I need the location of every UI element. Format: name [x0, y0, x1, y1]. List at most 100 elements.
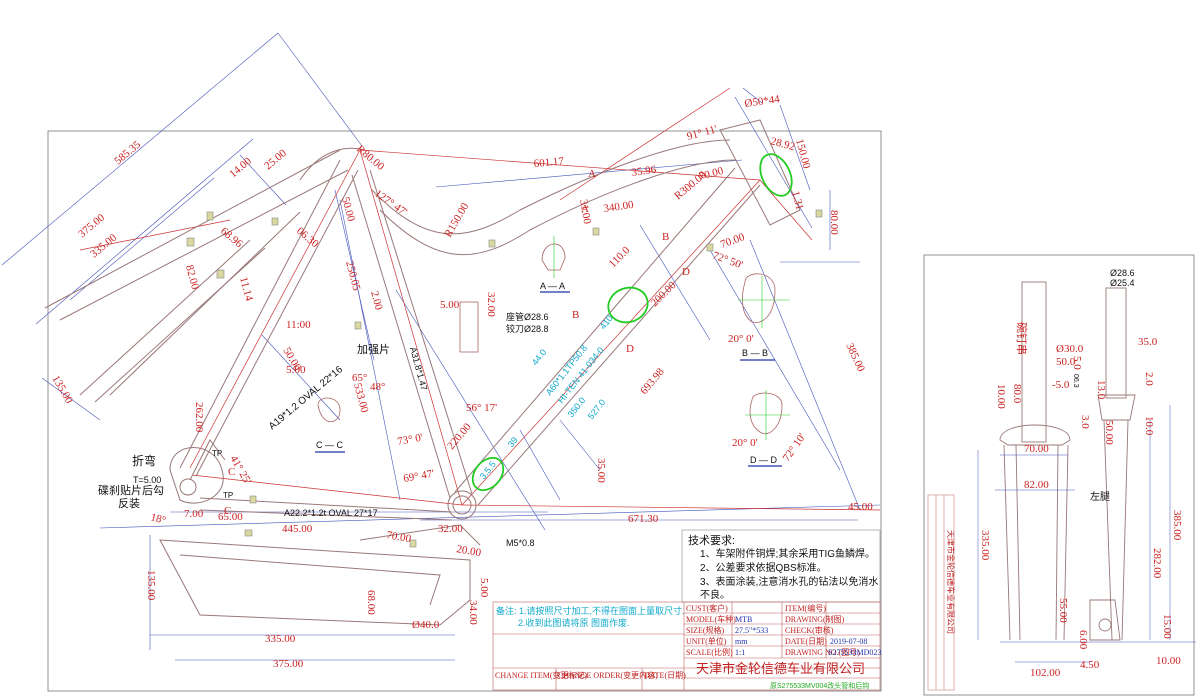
tb-unit-value: mm [735, 637, 748, 646]
tb-model-value: MTB [735, 615, 752, 624]
brake-note-1: 碟刹贴片后勾 [98, 483, 164, 497]
thickness-label: T=5.00 [133, 475, 161, 485]
bosses [186, 209, 823, 548]
dimension: 65.00 [218, 511, 243, 523]
dimension: 35.96 [631, 164, 658, 179]
fork-company: 天津市金轮信德车业有限公司 [946, 530, 956, 634]
dimension: 127° 47' [372, 188, 409, 219]
fork-dim: 35.0 [1138, 336, 1158, 348]
fork-left-leg: 左腿 [1090, 490, 1110, 503]
dimension: 1.31 [789, 190, 806, 212]
fork-dim: 50.0 [1056, 356, 1076, 368]
fork-dim: 06.3 [1072, 374, 1079, 388]
fork-plate-label: 碗钉串 [1015, 322, 1029, 355]
dimension: 385.00 [843, 341, 867, 374]
notes-title: 技术要求: [688, 534, 735, 547]
dimension: 11.14 [237, 276, 255, 303]
section-dd-label: D — D [750, 455, 778, 465]
cut-marker: C [228, 466, 235, 478]
section-details [317, 243, 783, 434]
seatpost-label: 座管Ø28.6 [506, 311, 549, 322]
dimension: 32.00 [438, 523, 463, 535]
remark-2: 2.收到此图请将原 图面作废. [518, 617, 630, 628]
chainstay-spec: A22.2*1.2t OVAL 27*17 [284, 508, 378, 518]
dimension: Ø50*44 [744, 93, 781, 110]
fork-dim: -5.0 [1052, 379, 1070, 391]
fork-dim: 102.00 [1030, 667, 1061, 679]
dimension: 11:00 [286, 319, 311, 331]
fork-dim: 335.00 [979, 530, 991, 561]
dimension: 585.35 [112, 138, 143, 167]
dimension: 73° 0' [396, 432, 423, 448]
tb-change-date: DATE(日期) [644, 671, 686, 680]
section-underlines [315, 291, 782, 467]
dimension: 91° 11' [686, 123, 719, 143]
seatstay-spec: A19*1.2 OVAL 22*16 [267, 364, 346, 432]
thread-label: M5*0.8 [506, 538, 535, 548]
dimension: 220.00 [445, 421, 474, 452]
dimension: 70.00 [385, 529, 412, 545]
dimension: 31.00 [577, 198, 593, 225]
reamer-label: 铰刀Ø28.8 [506, 323, 549, 334]
dimension: 70.00 [698, 165, 725, 183]
section-b-angle: 20° 0' [728, 333, 754, 345]
cut-marker: A [581, 203, 589, 215]
drawing-border [47, 130, 882, 692]
dimension: 5:00 [286, 364, 306, 376]
tb-unit: UNIT(单位) [686, 636, 727, 646]
tb-scale-value: 1:1 [735, 648, 745, 657]
section-aa-label: A — A [540, 281, 565, 291]
fork-dim: 13.0 [1095, 380, 1107, 400]
dimension: 45.00 [848, 501, 873, 513]
fork-dim: 6.00 [1077, 630, 1089, 650]
tp-label: TP [212, 449, 222, 458]
note-1: 1、车架附件铜焊;其余采用TIG鱼鳞焊。 [700, 547, 875, 560]
dimension: 72° 50' [711, 250, 744, 272]
cut-marker: B [572, 309, 579, 321]
dimension: 80.00 [828, 210, 840, 235]
cut-marker: B [662, 231, 669, 243]
tb-drawing: DRAWING(制图) [785, 614, 845, 624]
dimension: Ø40.0 [412, 619, 440, 631]
tb-dwg-no: DRAWING NO.(图号) [785, 648, 860, 657]
downtube-dim: 350.0 [566, 395, 588, 419]
fork-outline [999, 281, 1136, 641]
dimension: 110.0 [607, 244, 633, 270]
dimension: 2.00 [368, 290, 385, 312]
brake-note-2: 反装 [118, 497, 140, 510]
dimension: 150.00 [793, 138, 813, 171]
note-3b: 不良。 [700, 588, 730, 601]
dimension: 35.00 [595, 458, 607, 483]
title-block-text: 备注: 1.请按照尺寸加工,不得在图面上量取尺寸. 2.收到此图请将原 图面作废… [495, 603, 881, 690]
dimension: 20.00 [455, 543, 482, 559]
dimension: 375.00 [76, 211, 107, 240]
downtube-dim: 527.0 [586, 397, 608, 421]
revision-footer: 原S275533MV004改头管和后钩 [770, 681, 869, 690]
bend-label: 折弯 [132, 453, 156, 468]
tb-date: DATE(日期) [785, 637, 827, 646]
fork-dim: 70.00 [1024, 443, 1049, 455]
dimension: 250.05 [343, 260, 363, 293]
dimension: 5.00 [440, 299, 460, 311]
dimension: 200.00 [649, 279, 679, 309]
fork-dim: 385.00 [1171, 510, 1183, 541]
tb-scale: SCALE(比例) [686, 647, 733, 657]
dimension: 34.00 [467, 600, 479, 625]
note-2: 2、公差要求依据QBS标准。 [700, 561, 827, 574]
dimension: 693.98 [638, 366, 667, 397]
dimension: 25.00 [262, 147, 289, 172]
tb-item: ITEM(编号) [785, 603, 826, 613]
fork-dim: 80.0 [1011, 384, 1023, 404]
extension-lines [1, 32, 881, 661]
technical-notes: 技术要求: 1、车架附件铜焊;其余采用TIG鱼鳞焊。 2、公差要求依据QBS标准… [681, 529, 881, 603]
tb-date-value: 2019-07-08 [830, 637, 867, 646]
cut-marker: D [682, 266, 690, 278]
title-block [492, 601, 881, 691]
remark-1: 备注: 1.请按照尺寸加工,不得在图面上量取尺寸. [496, 605, 685, 616]
dimension: R80.00 [354, 143, 387, 173]
dimension: 56° 17' [466, 402, 497, 414]
fork-dim: Ø30.0 [1056, 343, 1084, 355]
fork-sheet-border [923, 254, 1195, 696]
dimension: 32.00 [485, 292, 497, 317]
fork-dim: 55.00 [1057, 598, 1069, 623]
